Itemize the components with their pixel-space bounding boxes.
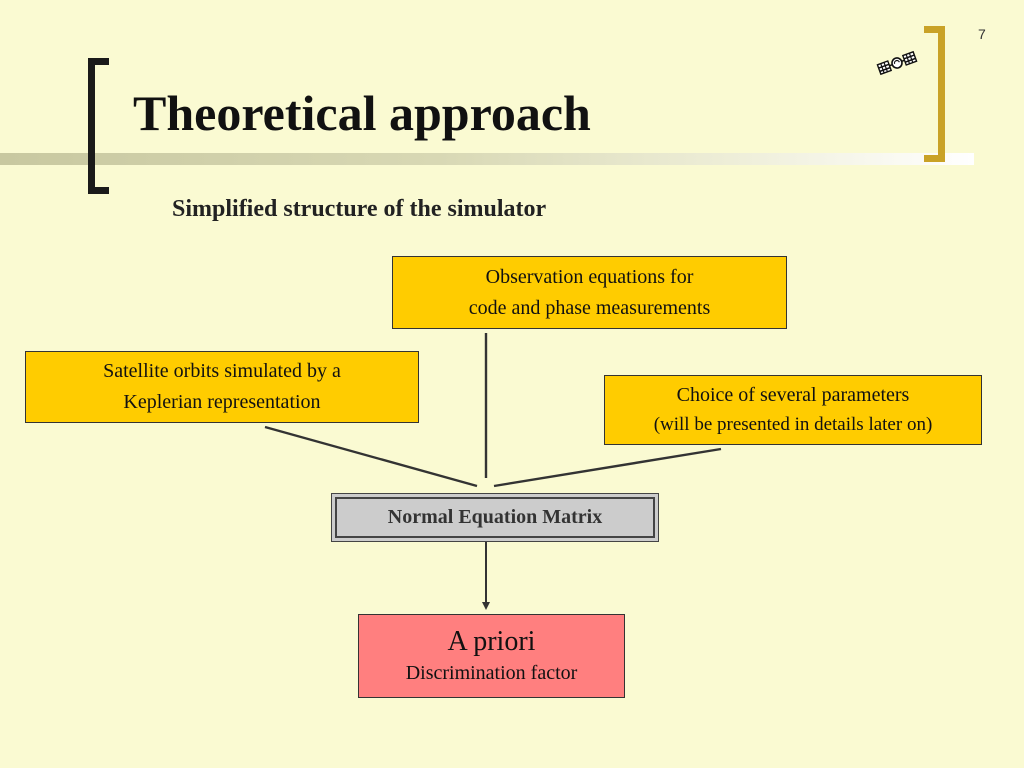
normal-equation-matrix-label: Normal Equation Matrix (387, 506, 603, 528)
apriori-heading: A priori (447, 626, 536, 657)
satellite-line-1: Satellite orbits simulated by a (103, 360, 341, 382)
observation-line-2: code and phase measurements (468, 296, 711, 319)
connector-satellite-to-matrix (264, 425, 478, 488)
title-underline-bar (0, 153, 974, 165)
left-bracket-decoration (88, 58, 109, 194)
satellite-line-2: Keplerian representation (123, 391, 321, 413)
parameter-choice-box: Choice of several parameters (will be pr… (604, 375, 982, 445)
observation-equations-box: Observation equations for code and phase… (392, 256, 787, 329)
apriori-subheading: Discrimination factor (405, 662, 578, 684)
apriori-discrimination-box: A priori Discrimination factor (358, 614, 625, 698)
slide-number: 7 (978, 26, 986, 42)
page-title: Theoretical approach (133, 85, 591, 141)
satellite-icon (876, 50, 918, 76)
right-bracket-decoration (924, 26, 945, 162)
normal-equation-matrix-inner-frame: Normal Equation Matrix (335, 497, 655, 538)
connector-choice-to-matrix (493, 447, 722, 488)
satellite-orbits-box: Satellite orbits simulated by a Kepleria… (25, 351, 419, 423)
page-subtitle: Simplified structure of the simulator (172, 196, 547, 222)
normal-equation-matrix-box: Normal Equation Matrix (331, 493, 659, 542)
observation-line-1: Observation equations for (485, 265, 694, 288)
choice-line-2: (will be presented in details later on) (653, 414, 933, 435)
choice-line-1: Choice of several parameters (676, 384, 910, 406)
